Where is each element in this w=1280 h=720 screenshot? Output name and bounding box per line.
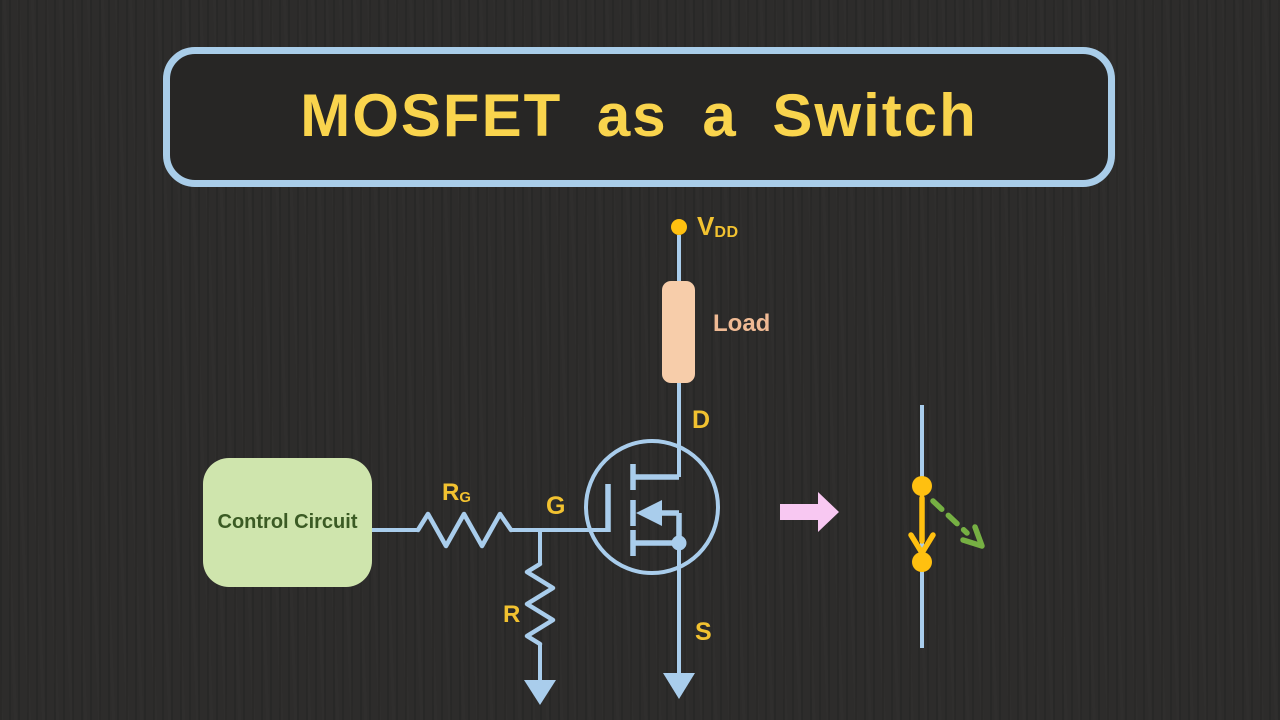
switch-open-dashed-arrow-head (960, 524, 985, 549)
n-channel-mosfet-symbol-icon (584, 439, 720, 575)
control-circuit-box: Control Circuit (203, 458, 372, 587)
pulldown-resistor-label: R (503, 601, 521, 628)
vdd-label-sub: DD (714, 222, 739, 241)
switch-top-contact-dot (912, 476, 932, 496)
switch-open-dashed-arrow-shaft (930, 498, 970, 536)
title-banner: MOSFET as a Switch (163, 47, 1115, 187)
source-label: S (695, 618, 712, 646)
gate-resistor-zigzag-icon (415, 511, 514, 549)
load-label: Load (713, 310, 771, 337)
source-ground-arrow-icon (663, 673, 695, 699)
right-block-arrow-icon (780, 492, 839, 532)
r-ground-arrow-icon (524, 680, 556, 705)
pulldown-resistor-zigzag-icon (524, 561, 556, 647)
gate-label: G (546, 492, 566, 520)
vdd-label: VDD (697, 211, 739, 242)
gate-resistor-label: RG (442, 479, 471, 507)
drain-label: D (692, 406, 711, 434)
load-block-icon (662, 281, 695, 383)
vdd-label-main: V (697, 211, 715, 241)
closing-switch-icon (908, 405, 985, 648)
switch-bottom-contact-dot (912, 552, 932, 572)
rg-label-main: R (442, 479, 460, 506)
control-circuit-label: Control Circuit (217, 511, 358, 533)
rg-label-sub: G (459, 489, 472, 506)
vdd-terminal-dot-icon (671, 219, 687, 235)
page-title: MOSFET as a Switch (300, 81, 978, 149)
